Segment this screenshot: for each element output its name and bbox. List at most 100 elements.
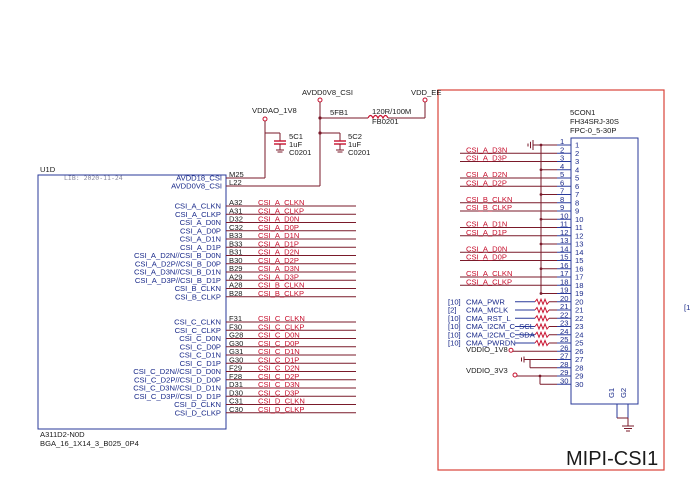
vdd-ee-label: VDD_EE — [411, 88, 441, 97]
conn-pin-index: 2 — [575, 149, 579, 158]
u1d-net-label: CSI_C_D1P — [258, 355, 299, 364]
u1d-net-label: CSI_B_CLKP — [258, 289, 304, 298]
u1d-pin-number: C30 — [229, 405, 243, 414]
u1d-pin-number: B33 — [229, 231, 243, 240]
conn-pin-index: 12 — [575, 231, 583, 240]
conn-net-label: CSI_A_D3N — [466, 145, 507, 154]
u1d-pin-name: CSI_C_CLKN — [174, 318, 221, 327]
u1d-net-label: CSI_C_D0N — [258, 331, 300, 340]
conn-pin-index: 11 — [575, 223, 583, 232]
conn-pin-index: 10 — [575, 215, 583, 224]
u1d-net-label: CSI_A_D0N — [258, 215, 299, 224]
conn-net-label: CSI_B_CLKP — [466, 203, 512, 212]
u1d-power-pin-name: AVDD0V8_CSI — [171, 182, 222, 191]
u1d-pin-number: C31 — [229, 397, 243, 406]
u1d-pin-number: A29 — [229, 272, 243, 281]
u1d-pin-name: CSI_C_D1N — [179, 351, 221, 360]
conn-net-label: CSI_A_CLKP — [466, 277, 512, 286]
vddio-ports: VDDIO_1V8 VDDIO_3V3 — [466, 345, 508, 375]
conn-pin-number: 7 — [560, 187, 564, 196]
u1d-net-label: CSI_C_D2P — [258, 372, 299, 381]
c1-package: C0201 — [289, 148, 311, 157]
sheet-title: MIPI-CSI1 — [566, 448, 658, 470]
u1d-pin-name: CSI_A_CLKN — [175, 202, 221, 211]
conn-pin-index: 6 — [575, 182, 579, 191]
conn-pin-number: 23 — [560, 319, 568, 328]
u1d-net-label: CSI_A_CLKP — [258, 206, 304, 215]
sheet-ref: [10] — [448, 330, 461, 339]
u1d-pin-number: A31 — [229, 206, 243, 215]
u1d-pin-name: CSI_D_CLKN — [174, 400, 221, 409]
conn-pin-number: 10 — [560, 211, 568, 220]
conn-pin-index: 24 — [575, 330, 583, 339]
u1d-power-pin-number: M25 — [229, 170, 244, 179]
u1d-pin-name: CSI_A_D0N — [180, 218, 221, 227]
u1d-net-label: CSI_C_CLKN — [258, 314, 305, 323]
conn-pin-index: 5 — [575, 174, 579, 183]
sheet-ref: [10] — [448, 297, 461, 306]
conn-pin-index: 9 — [575, 207, 579, 216]
conn-net-label: CSI_A_D1N — [466, 220, 507, 229]
u1d-lib: LIB: 2020-11-24 — [64, 174, 123, 182]
u1d-net-label: CSI_A_D3P — [258, 272, 299, 281]
conn-pin-number: 30 — [560, 376, 568, 385]
u1d-net-label: CSI_A_D3N — [258, 264, 299, 273]
conn-pin-number: 18 — [560, 277, 568, 286]
ferrite-bead-coil — [367, 114, 389, 120]
u1d-pin-name: CSI_C_D0N — [179, 334, 221, 343]
g1-label: G1 — [607, 388, 616, 398]
vdd-ee-port — [422, 97, 428, 103]
u1d-pin-number: D32 — [229, 215, 243, 224]
conn-pin-number: 2 — [560, 145, 564, 154]
u1d-pin-name: CSI_A_D2P//CSI_B_D0P — [135, 259, 221, 268]
u1d-pin-name: CSI_A_CLKP — [175, 210, 221, 219]
fb-package: FB0201 — [372, 117, 399, 126]
conn-pin-number: 12 — [560, 228, 568, 237]
series-resistor — [534, 306, 550, 314]
conn-net-label: CSI_A_D1P — [466, 228, 507, 237]
u1d-pin-name: CSI_C_D2P//CSI_D_D0P — [134, 375, 221, 384]
conn-pin-number: 27 — [560, 352, 568, 361]
u1d-power-pin-name: AVDD18_CSI — [176, 174, 222, 183]
u1d-net-label: CSI_D_CLKP — [258, 405, 304, 414]
conn-pin-index: 18 — [575, 281, 583, 290]
avdd08-port — [317, 97, 323, 103]
sheet-ref: [10] — [448, 322, 461, 331]
u1d-pin-name: CSI_D_CLKP — [175, 408, 221, 417]
conn-pin-index: 27 — [575, 355, 583, 364]
conn-pin-number: 15 — [560, 253, 568, 262]
fb-value: 120R/100M — [372, 107, 411, 116]
avdd08-label: AVDD0V8_CSI — [302, 88, 353, 97]
u1d-pin-number: F31 — [229, 314, 242, 323]
sheet-ref: [10] — [448, 314, 461, 323]
u1d-pin-number: B33 — [229, 239, 243, 248]
conn-package: FPC-0_5-30P — [570, 126, 616, 135]
u1d-power-pin-number: L22 — [229, 178, 242, 187]
conn-pin-number: 14 — [560, 244, 568, 253]
u1d-body — [37, 174, 227, 430]
u1d-pin-name: CSI_A_D1N — [180, 235, 221, 244]
c1-value: 1uF — [289, 140, 302, 149]
u1d-net-label: CSI_B_CLKN — [258, 281, 304, 290]
series-resistor — [534, 322, 550, 331]
u1d-pin-name: CSI_B_CLKN — [175, 284, 221, 293]
connector-frame — [437, 89, 665, 471]
cma-net-label: CMA_I2CM_C_SDA — [466, 330, 536, 339]
u1d-pin-name: CSI_C_D2N//CSI_D_D0N — [133, 367, 221, 376]
c2-package: C0201 — [348, 148, 370, 157]
conn-pin-index: 22 — [575, 314, 583, 323]
conn-pin-index: 13 — [575, 240, 583, 249]
series-resistor — [534, 339, 550, 347]
conn-pin-index: 14 — [575, 248, 583, 257]
conn-net-label: CSI_A_D0P — [466, 253, 507, 262]
power-network: VDDAO_1V8 5C1 1uF C0201 AVDD0V8_CSI 5FB1… — [226, 88, 441, 187]
conn-pin-index: 25 — [575, 339, 583, 348]
u1d-pin-name: CSI_A_D2N//CSI_B_D0N — [134, 251, 221, 260]
conn-body — [570, 137, 639, 405]
conn-pin-number: 3 — [560, 154, 564, 163]
conn-net-label: CSI_A_D2P — [466, 178, 507, 187]
c2-value: 1uF — [348, 140, 361, 149]
